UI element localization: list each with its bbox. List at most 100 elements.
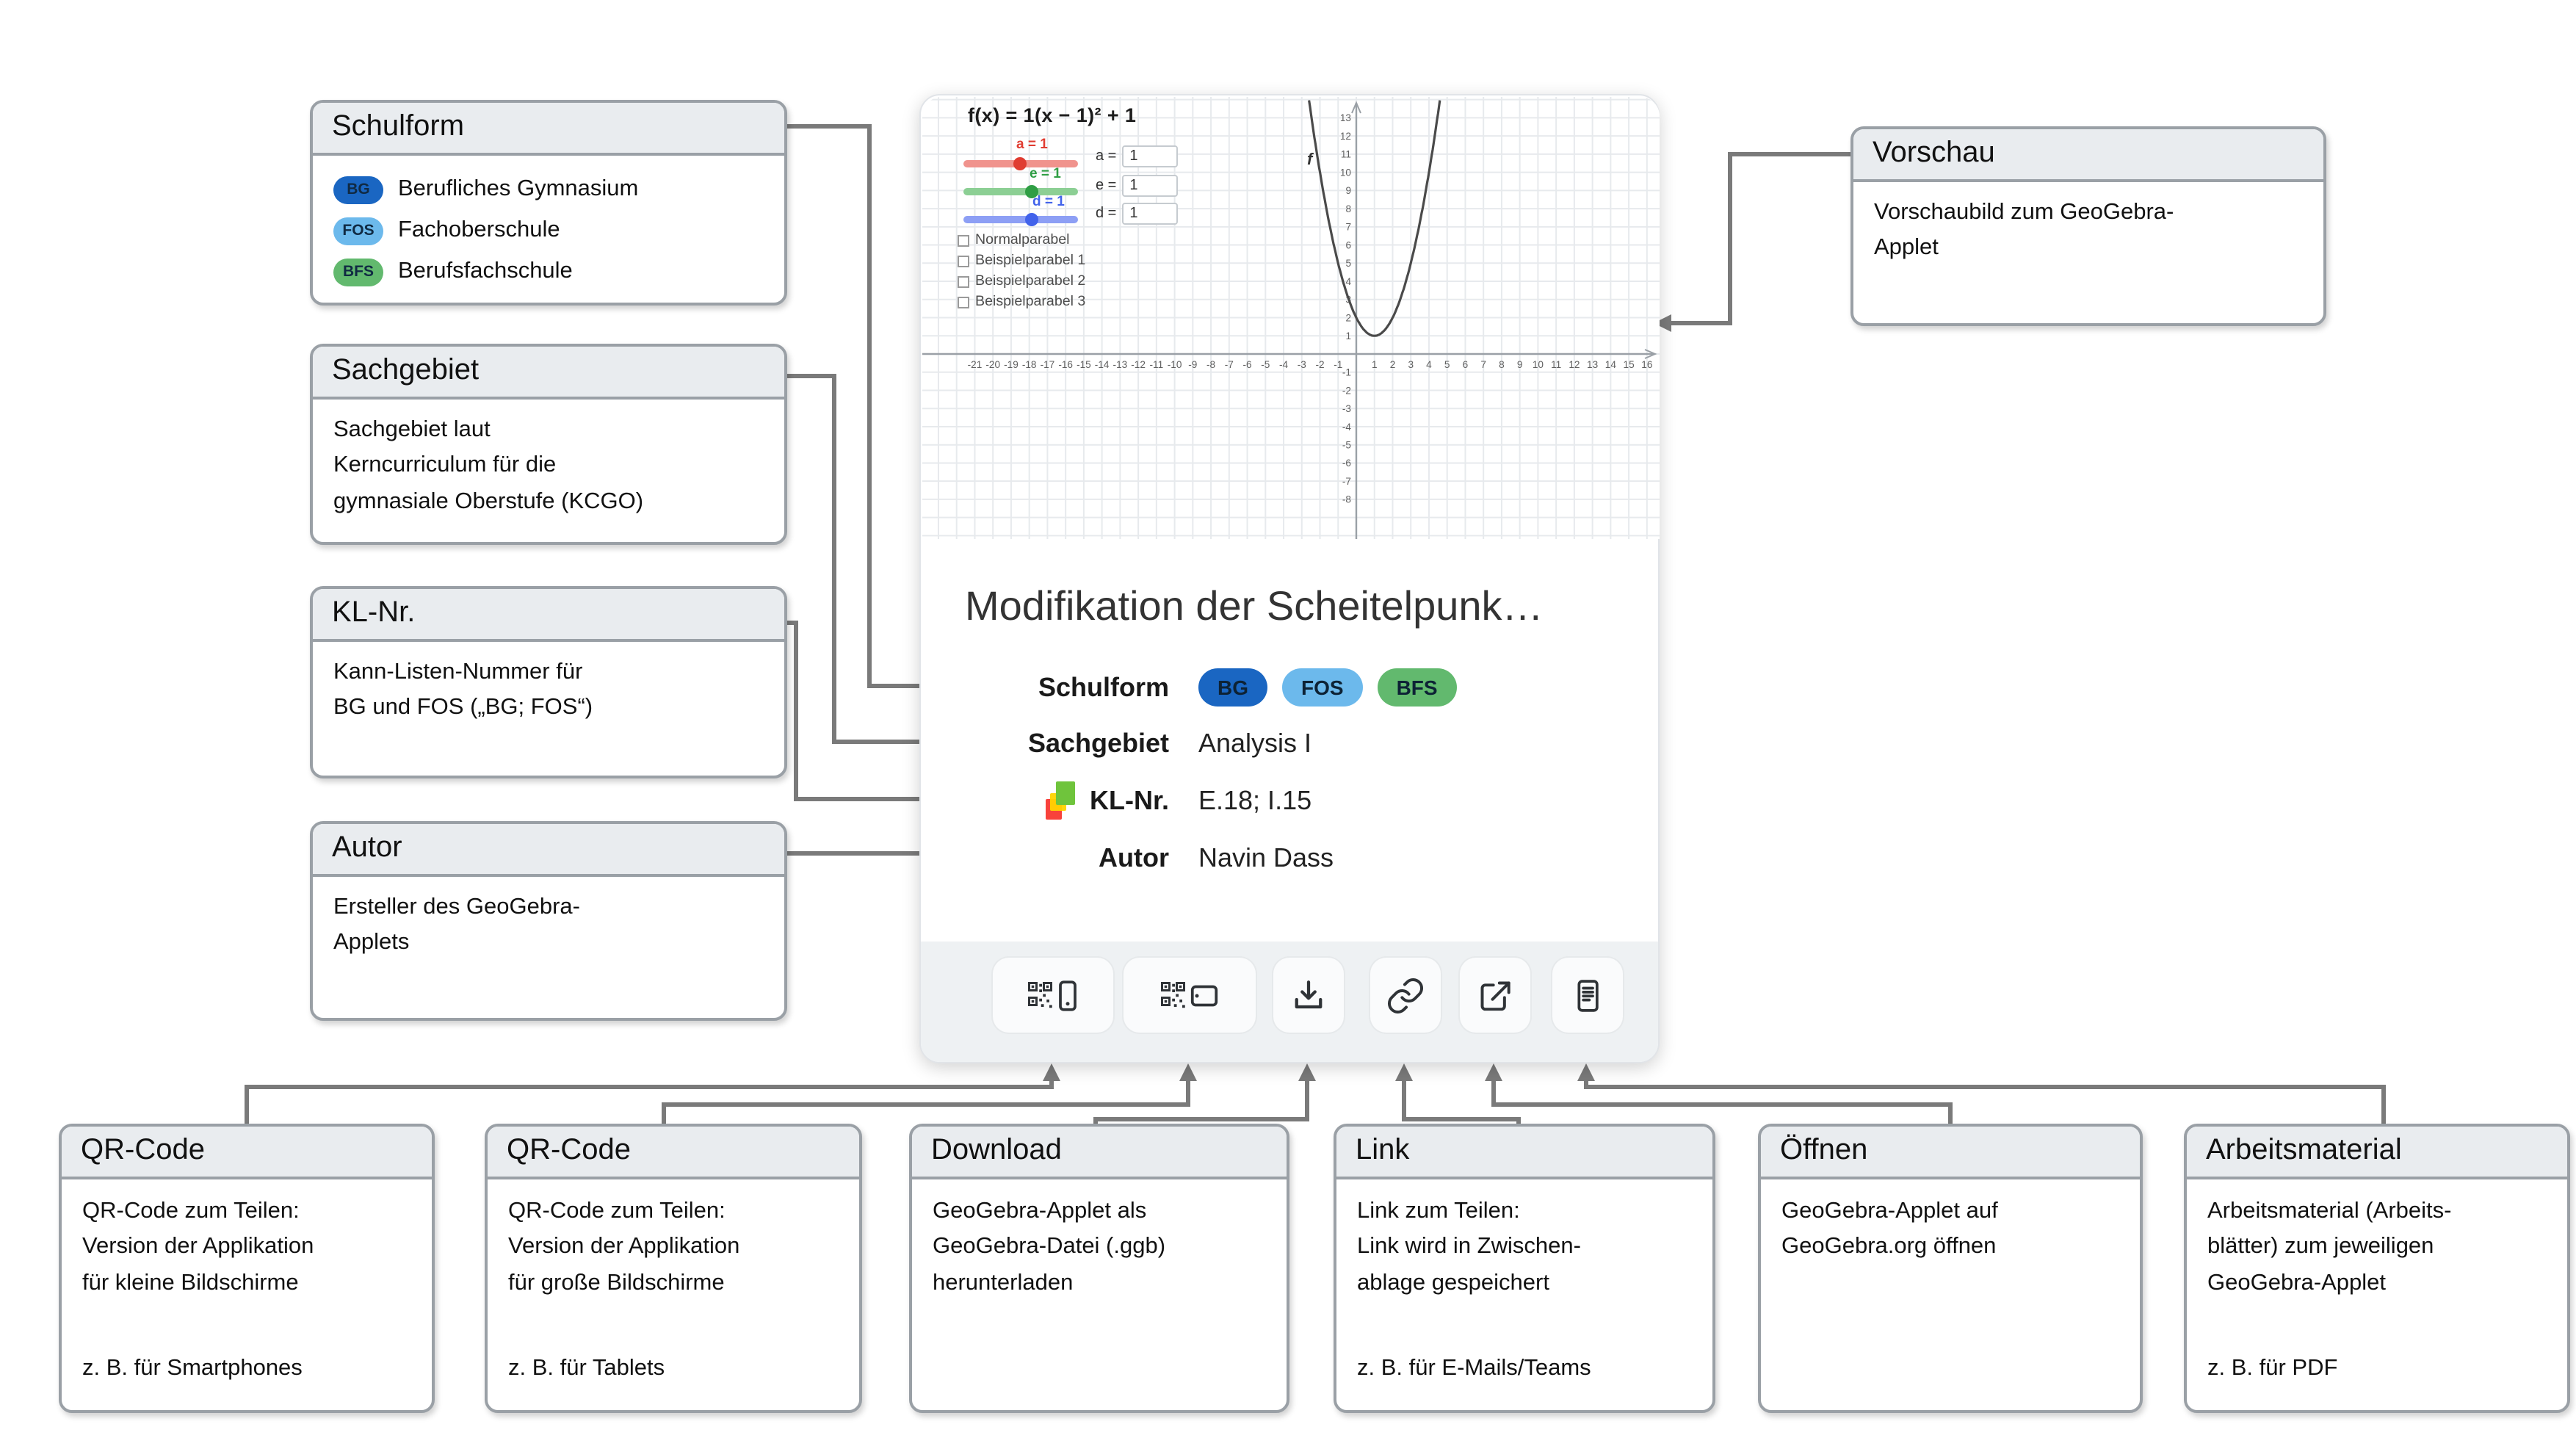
svg-text:8: 8: [1499, 359, 1505, 370]
svg-text:-2: -2: [1315, 359, 1324, 370]
checkbox-beispielparabel-1[interactable]: [958, 255, 969, 267]
bottom-box-text: Link zum Teilen: Link wird in Zwischen- …: [1357, 1199, 1581, 1296]
svg-text:1: 1: [1372, 359, 1378, 370]
connector-qr-tablet: [662, 1063, 1197, 1125]
svg-text:-6: -6: [1342, 458, 1351, 469]
svg-text:-1: -1: [1342, 367, 1351, 378]
download-icon: [1295, 980, 1323, 1008]
svg-text:7: 7: [1345, 222, 1351, 233]
bottom-box-example: z. B. für PDF: [2207, 1355, 2338, 1381]
svg-text:-13: -13: [1113, 359, 1128, 370]
bottom-box-text: Arbeitsmaterial (Arbeits- blätter) zum j…: [2207, 1199, 2452, 1296]
function-equation-label: f(x) = 1(x − 1)² + 1: [968, 104, 1137, 126]
input-row-d: d = 1: [1096, 203, 1179, 225]
bottom-box-example: z. B. für Smartphones: [82, 1355, 303, 1381]
connector-vorschau: [1654, 152, 1850, 332]
svg-text:11: 11: [1551, 359, 1561, 370]
svg-text:15: 15: [1624, 359, 1635, 370]
slider-e[interactable]: [963, 184, 1078, 198]
connector-klnr: [787, 621, 955, 808]
badge-bg: BG: [1198, 668, 1267, 707]
svg-text:-6: -6: [1243, 359, 1252, 370]
klnr-field-label: KL-Nr.: [1090, 785, 1169, 814]
input-d-field[interactable]: 1: [1122, 203, 1179, 225]
callout-klnr-text: Kann-Listen-Nummer für BG und FOS („BG; …: [333, 660, 593, 720]
slider-d-handle[interactable]: [1025, 212, 1038, 225]
open-external-icon: [1480, 980, 1510, 1011]
applet-title: Modifikation der Scheitelpunk…: [965, 583, 1544, 629]
parabola-plot: -21-20-19-18-17-16-15-14-13-12-11-10-9-8…: [922, 97, 1660, 539]
svg-text:2: 2: [1390, 359, 1396, 370]
bottom-box-text: QR-Code zum Teilen: Version der Applikat…: [508, 1199, 740, 1296]
field-row-klnr: KL-Nr. E.18; I.15: [921, 773, 1640, 828]
callout-klnr: KL-Nr. Kann-Listen-Nummer für BG und FOS…: [310, 586, 787, 778]
svg-text:12: 12: [1340, 131, 1351, 142]
bottom-box-example: z. B. für Tablets: [508, 1355, 665, 1381]
download-button[interactable]: [1273, 958, 1344, 1033]
svg-text:-8: -8: [1206, 359, 1215, 370]
svg-text:3: 3: [1408, 359, 1414, 370]
bottom-box-title: Arbeitsmaterial: [2187, 1127, 2567, 1179]
svg-text:10: 10: [1340, 167, 1352, 178]
callout-schulform-title: Schulform: [313, 103, 784, 156]
input-e-field[interactable]: 1: [1122, 175, 1179, 197]
bg-badge: BG: [333, 176, 383, 203]
qr-code-phone-icon: [1028, 980, 1077, 1011]
bottom-box-download: Download GeoGebra-Applet als GeoGebra-Da…: [909, 1124, 1289, 1413]
slider-e-handle[interactable]: [1025, 184, 1038, 198]
kl-squares-icon: [1041, 781, 1078, 820]
svg-text:-5: -5: [1342, 440, 1351, 451]
open-external-button[interactable]: [1460, 958, 1530, 1033]
checkbox-label: Beispielparabel 3: [975, 294, 1086, 310]
svg-text:12: 12: [1569, 359, 1580, 370]
schulform-legend-row: FOS Fachoberschule: [333, 210, 764, 251]
svg-text:6: 6: [1463, 359, 1469, 370]
bottom-box-arbeitsmaterial: Arbeitsmaterial Arbeitsmaterial (Arbeits…: [2184, 1124, 2570, 1413]
field-row-autor: Autor Navin Dass: [921, 830, 1640, 886]
checkbox-label: Beispielparabel 2: [975, 273, 1086, 289]
card-toolbar: [921, 942, 1658, 1062]
connector-link: [1395, 1063, 1521, 1125]
input-a-field[interactable]: 1: [1122, 145, 1179, 167]
slider-a[interactable]: [963, 156, 1078, 170]
qr-code-tablet-button[interactable]: [1124, 958, 1256, 1033]
input-row-a: a =1: [1096, 145, 1179, 167]
worksheet-icon: [1577, 979, 1599, 1011]
checkbox-normalparabel[interactable]: [958, 234, 969, 246]
svg-text:-7: -7: [1342, 476, 1351, 487]
copy-link-button[interactable]: [1370, 958, 1441, 1033]
callout-autor-title: Autor: [313, 824, 784, 877]
checkbox-beispielparabel-3[interactable]: [958, 296, 969, 308]
svg-text:-7: -7: [1225, 359, 1234, 370]
qr-code-phone-button[interactable]: [993, 958, 1113, 1033]
bottom-box-qr-tablet: QR-Code QR-Code zum Teilen: Version der …: [485, 1124, 862, 1413]
svg-text:-12: -12: [1131, 359, 1146, 370]
callout-autor-text: Ersteller des GeoGebra- Applets: [333, 895, 580, 955]
bottom-box-example: z. B. für E-Mails/Teams: [1357, 1355, 1591, 1381]
badge-bfs: BFS: [1377, 668, 1457, 707]
svg-text:-20: -20: [985, 359, 1000, 370]
svg-text:-11: -11: [1150, 359, 1164, 370]
connector-sachgebiet: [787, 374, 955, 751]
applet-preview-image[interactable]: -21-20-19-18-17-16-15-14-13-12-11-10-9-8…: [922, 97, 1660, 539]
svg-text:13: 13: [1340, 112, 1351, 123]
svg-text:-18: -18: [1022, 359, 1037, 370]
svg-text:9: 9: [1345, 185, 1351, 196]
slider-d[interactable]: [963, 212, 1078, 225]
svg-text:-9: -9: [1188, 359, 1197, 370]
svg-text:-21: -21: [968, 359, 983, 370]
callout-vorschau-title: Vorschau: [1853, 129, 2323, 182]
svg-text:-2: -2: [1342, 385, 1351, 396]
svg-text:-3: -3: [1342, 403, 1351, 414]
svg-text:f: f: [1307, 150, 1314, 168]
bottom-box-title: QR-Code: [488, 1127, 859, 1179]
bottom-box-oeffnen: Öffnen GeoGebra-Applet auf GeoGebra.org …: [1758, 1124, 2143, 1413]
checkbox-beispielparabel-2[interactable]: [958, 275, 969, 287]
worksheet-button[interactable]: [1552, 958, 1623, 1033]
callout-autor: Autor Ersteller des GeoGebra- Applets: [310, 821, 787, 1021]
svg-text:16: 16: [1641, 359, 1652, 370]
svg-text:8: 8: [1345, 203, 1351, 214]
input-d-label: d =: [1096, 206, 1117, 222]
slider-a-value-label: a = 1: [1016, 137, 1048, 153]
slider-a-handle[interactable]: [1013, 156, 1027, 170]
